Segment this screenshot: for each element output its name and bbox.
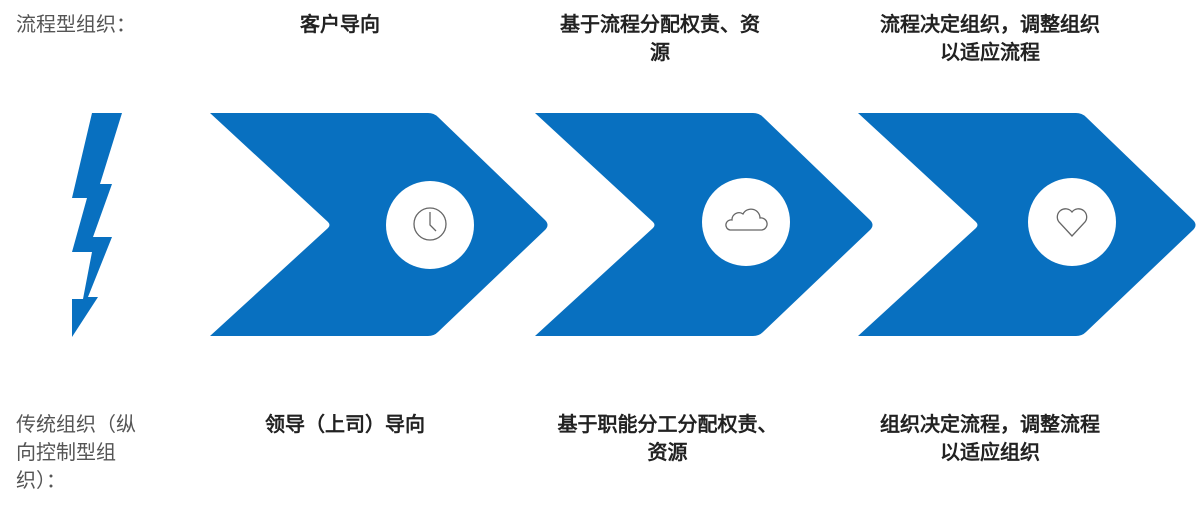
cloud-icon: [725, 208, 768, 231]
process-org-label: 流程型组织：: [16, 12, 136, 36]
top-text-3: 流程决定组织，调整组织以适应流程: [880, 12, 1100, 64]
chevron-3: [858, 113, 1196, 336]
traditional-org-label: 传统组织（纵向控制型组织）：: [16, 412, 136, 492]
heart-icon: [1056, 208, 1088, 237]
bottom-text-3: 组织决定流程，调整流程以适应组织: [880, 412, 1100, 464]
top-text-1: 客户导向: [300, 12, 380, 36]
chevron-1: [210, 113, 548, 336]
bottom-text-1: 领导（上司）导向: [265, 412, 425, 436]
top-text-2: 基于流程分配权责、资源: [560, 12, 760, 64]
lightning-icon: [72, 113, 122, 337]
bottom-text-2: 基于职能分工分配权责、资源: [557, 412, 778, 464]
clock-icon: [413, 207, 447, 241]
chevron-2: [535, 113, 873, 336]
